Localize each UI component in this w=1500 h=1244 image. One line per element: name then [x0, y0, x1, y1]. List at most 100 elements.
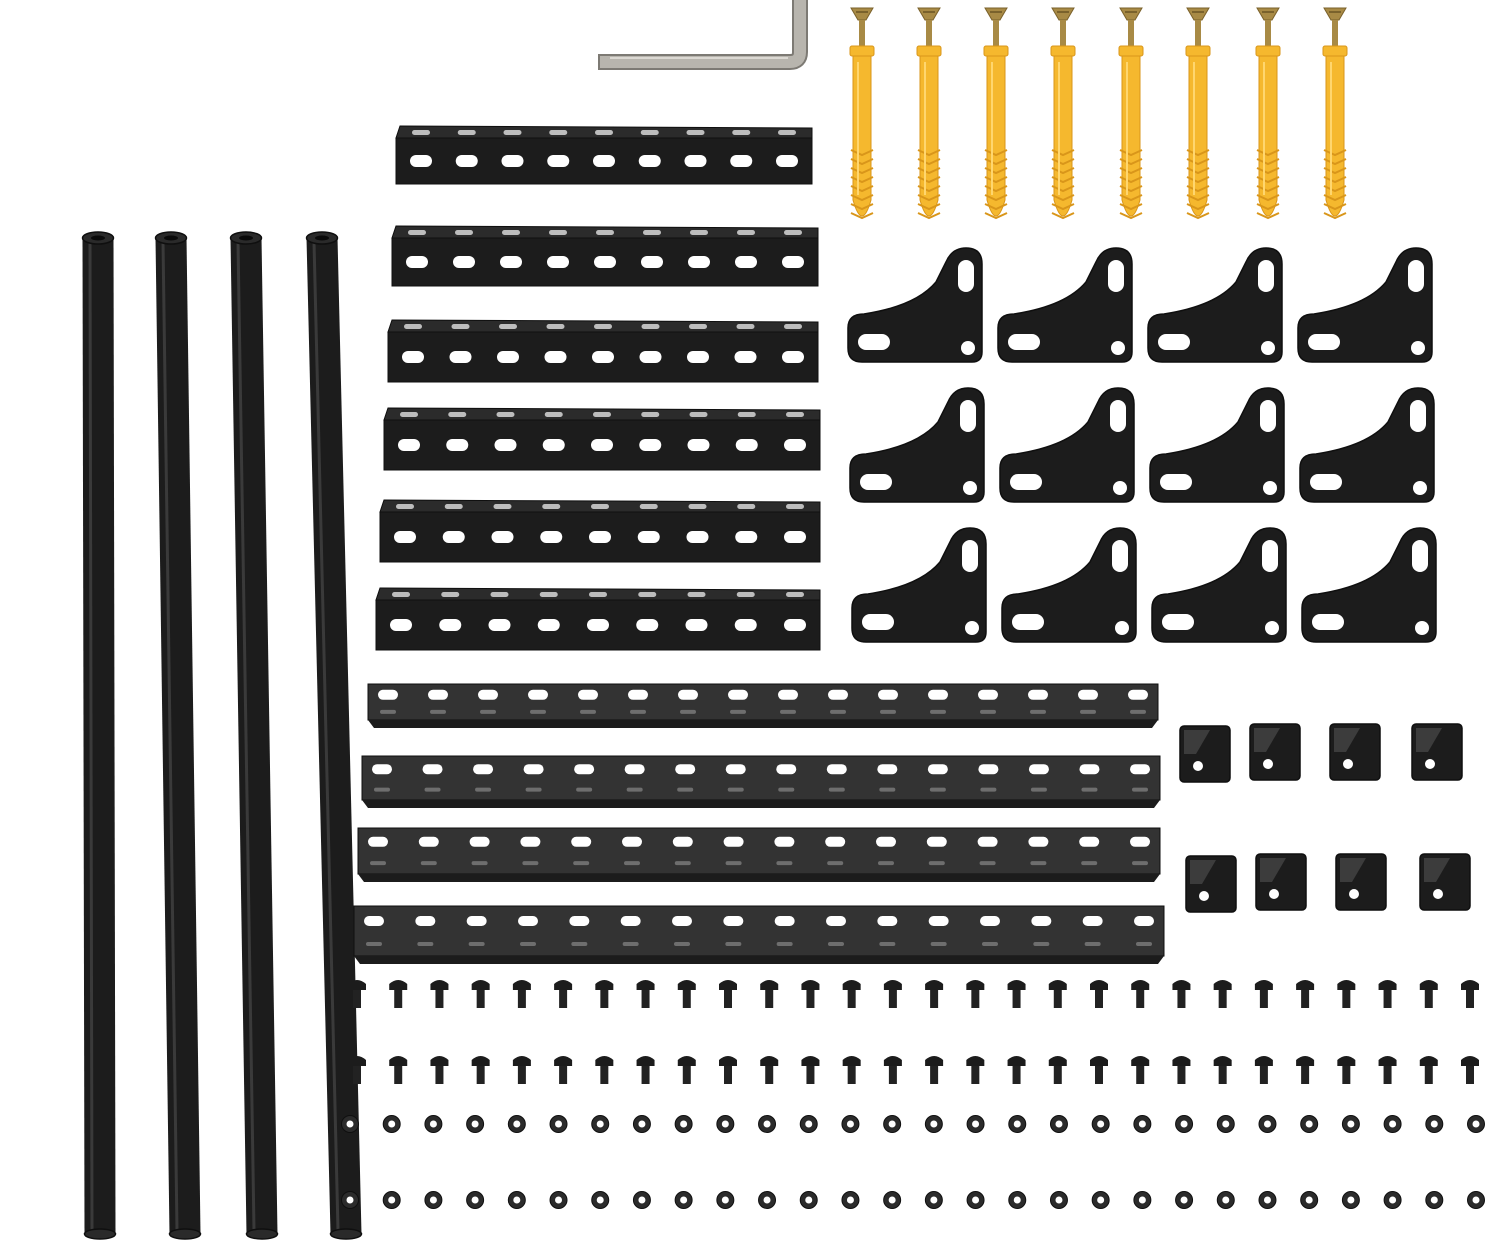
cap-hole: [1263, 759, 1273, 769]
rail-slot: [672, 916, 692, 926]
rail-slot: [1028, 764, 1049, 775]
bolt-shank: [641, 990, 650, 1008]
rail-slot: [589, 531, 611, 543]
rail-slot: [491, 531, 514, 543]
rail-stamp: [930, 942, 947, 946]
wall-anchor-icon: [1185, 7, 1211, 220]
nut-icon: [591, 1191, 610, 1209]
nut-hole: [1347, 1120, 1355, 1128]
l-bracket-icon: [1001, 527, 1137, 643]
wall-anchor-icon: [849, 7, 875, 220]
nut-icon: [382, 1191, 401, 1209]
wall-anchor-icon: [1322, 7, 1348, 220]
bolt-icon: [1048, 1056, 1067, 1084]
rail-slot: [537, 619, 560, 631]
anchor-rib: [1256, 149, 1280, 157]
nut-hole: [888, 1196, 896, 1204]
bracket-slot-horizontal: [1162, 614, 1194, 630]
tube-bore-top: [91, 235, 105, 241]
bolt-shank: [930, 990, 939, 1008]
bolt-shank: [476, 1066, 485, 1084]
anchor-rib: [1119, 149, 1143, 157]
nut-hole: [346, 1120, 354, 1128]
cap-inner-face: [1184, 730, 1210, 754]
rail-slot: [372, 764, 392, 775]
bolt-shank: [559, 990, 568, 1008]
rail-face: [353, 905, 1165, 957]
nut-icon: [799, 1191, 818, 1209]
rail-slot: [446, 439, 469, 451]
bolt-shank: [600, 990, 609, 1008]
nut-hole: [513, 1196, 521, 1204]
cap-inner-face: [1190, 860, 1216, 884]
bolt-head: [389, 980, 408, 990]
anchor-rib: [1119, 203, 1143, 211]
nut-hole: [846, 1120, 854, 1128]
bolt-icon: [1461, 980, 1479, 1008]
rail-slot: [1079, 764, 1100, 775]
anchor-collar: [1185, 45, 1211, 57]
rail-stamp: [776, 942, 793, 946]
bolt-icon: [966, 1056, 985, 1084]
bolt-icon: [1254, 1056, 1273, 1084]
bracket-hole: [1113, 481, 1127, 495]
bolt-head: [1213, 980, 1232, 990]
bolt-head: [1172, 980, 1191, 990]
nut-icon: [883, 1115, 902, 1133]
rail-slot: [723, 916, 744, 926]
anchor-collar: [1255, 45, 1281, 57]
rail-slot: [569, 916, 590, 926]
rail-slot: [828, 689, 848, 700]
bracket-plate: [1001, 527, 1137, 643]
rail-slot: [439, 619, 462, 631]
rail-slot: [980, 916, 1000, 926]
rail-face: [361, 755, 1161, 801]
bracket-hole: [1413, 481, 1427, 495]
screw-shank: [1265, 20, 1271, 48]
tube-end-bottom: [245, 1228, 279, 1240]
cap-inner-face: [1424, 858, 1450, 882]
rail-stamp: [1081, 861, 1098, 866]
rail-slot: [571, 836, 592, 847]
rail-stamp: [730, 709, 746, 714]
rail-slot: [784, 531, 806, 543]
wall-anchor-icon: [983, 7, 1009, 220]
bolt-head: [677, 980, 696, 990]
bracket-hole: [1265, 621, 1279, 635]
bolt-icon: [348, 980, 366, 1008]
nut-icon: [841, 1191, 860, 1209]
rail-slot: [636, 619, 659, 631]
bolt-head: [842, 980, 861, 990]
rail-stamp: [1080, 709, 1096, 714]
anchor-rib: [1323, 167, 1347, 175]
bolt-head: [430, 980, 449, 990]
nut-hole: [1430, 1120, 1438, 1128]
rail-stamp: [879, 787, 896, 792]
tube-highlight: [88, 241, 94, 1231]
rail-slot: [1031, 916, 1052, 926]
cap-inner-face: [1254, 728, 1280, 752]
nut-hole: [721, 1196, 729, 1204]
rail-slot-top: [499, 324, 517, 329]
nut-hole: [1389, 1196, 1397, 1204]
anchor-rib: [1323, 149, 1347, 157]
cap-hole: [1193, 761, 1203, 771]
rail-slot: [977, 836, 998, 847]
bolt-head: [760, 1056, 779, 1066]
anchor-collar: [916, 45, 942, 57]
anchor-rib: [850, 185, 874, 193]
long-tube: [154, 231, 202, 1240]
anchor-rib: [1256, 185, 1280, 193]
anchor-rib: [850, 167, 874, 175]
rail-slot: [878, 689, 898, 700]
rail-slot: [637, 531, 660, 543]
bolt-icon: [1213, 1056, 1232, 1084]
bolt-icon: [801, 980, 820, 1008]
anchor-rib: [917, 212, 941, 220]
rail-slot: [877, 764, 898, 775]
rail-slot: [687, 351, 709, 363]
nut-hole: [1222, 1120, 1230, 1128]
bolt-icon: [554, 980, 573, 1008]
rail-slot: [778, 689, 798, 700]
rail-lip: [368, 720, 1158, 728]
